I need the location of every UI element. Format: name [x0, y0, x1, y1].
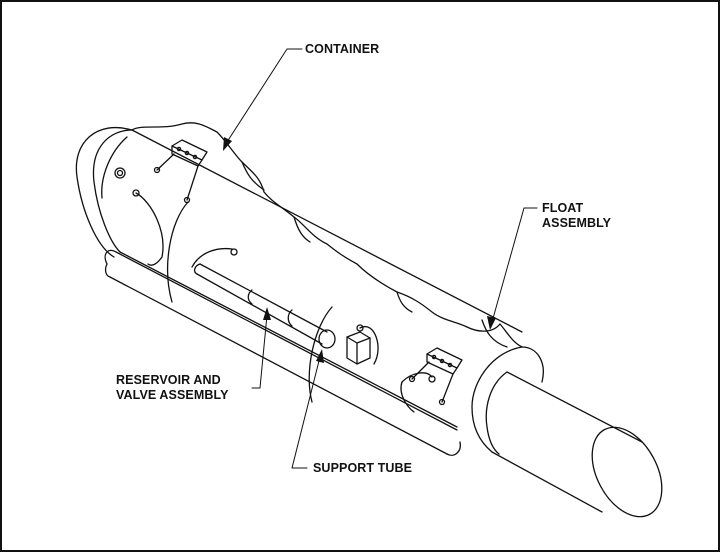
label-float-assembly: FLOAT ASSEMBLY — [542, 201, 611, 231]
support-tube — [104, 249, 461, 456]
leader-lines — [226, 48, 538, 469]
leader-arrowheads — [223, 137, 496, 363]
reservoir-valve — [193, 263, 371, 365]
float-cylinder-end — [485, 371, 663, 518]
leader-support — [291, 356, 321, 469]
bracket-right — [408, 347, 463, 406]
arrowhead-container — [223, 137, 232, 151]
arrowhead-float — [487, 316, 496, 330]
leader-float — [491, 207, 538, 323]
label-support-tube: SUPPORT TUBE — [313, 461, 413, 475]
label-reservoir-line1: RESERVOIR AND — [116, 373, 221, 387]
leader-container — [226, 48, 303, 143]
label-container: CONTAINER — [305, 42, 380, 56]
label-reservoir-line2: VALVE ASSEMBLY — [116, 388, 229, 402]
arrowhead-support — [316, 349, 324, 363]
end-cap-left — [75, 126, 133, 258]
bracket-top — [153, 139, 208, 204]
arrowhead-reservoir — [263, 307, 271, 320]
float-sections — [167, 201, 544, 453]
label-float-assembly-line2: ASSEMBLY — [542, 216, 612, 230]
leader-reservoir — [251, 314, 268, 389]
cables — [132, 189, 436, 413]
label-float-assembly-line1: FLOAT — [542, 201, 584, 215]
container-body — [119, 122, 523, 428]
label-reservoir-valve-assembly: RESERVOIR AND VALVE ASSEMBLY — [116, 373, 229, 403]
